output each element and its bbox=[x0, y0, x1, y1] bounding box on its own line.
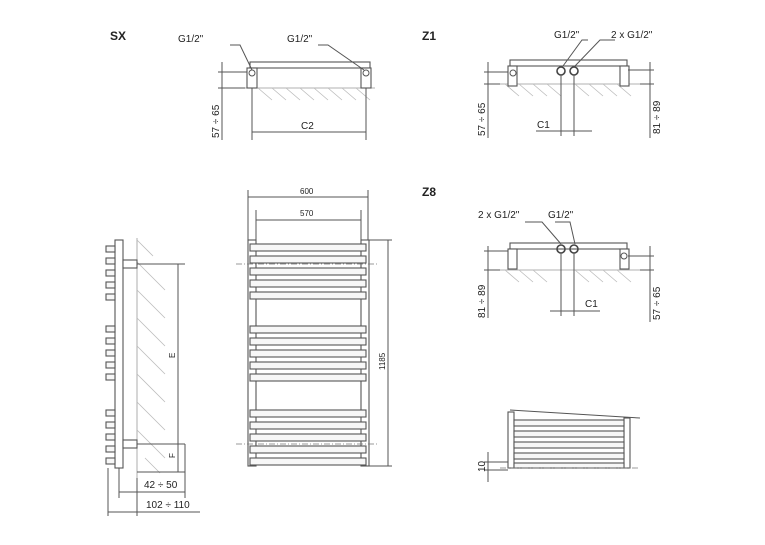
z8-c1-dim: C1 bbox=[585, 299, 598, 310]
z1-connection-1 bbox=[556, 66, 566, 76]
sx-wall-hatch bbox=[257, 87, 371, 101]
front-height: 1185 bbox=[378, 352, 387, 370]
z8-title: Z8 bbox=[422, 185, 436, 199]
z1-title: Z1 bbox=[422, 29, 436, 43]
z8-conn-right-label: G1/2" bbox=[548, 210, 574, 221]
sx-height-dim: 57 ÷ 65 bbox=[211, 104, 222, 138]
sx-right-valve bbox=[360, 67, 372, 89]
front-width-outer: 600 bbox=[300, 187, 314, 196]
z8-left-dim: 81 ÷ 89 bbox=[477, 284, 488, 318]
detail-right-collector bbox=[623, 417, 631, 469]
z1-conn-right-label: 2 x G1/2" bbox=[611, 30, 653, 41]
side-e-dim: E bbox=[168, 353, 177, 358]
front-view: 600 570 1185 bbox=[236, 187, 392, 467]
z8-right-dim: 57 ÷ 65 bbox=[652, 286, 663, 320]
z8-wall-hatch bbox=[504, 269, 632, 283]
z1-conn-left-label: G1/2" bbox=[554, 30, 580, 41]
z1-view: Z1 G1/2" 2 x G1/2" 57 ÷ 65 81 ÷ 89 C1 bbox=[422, 29, 663, 138]
detail-bars bbox=[513, 419, 625, 469]
sx-title: SX bbox=[110, 29, 126, 43]
sx-c2-dim: C2 bbox=[301, 121, 314, 132]
z8-left-end bbox=[507, 248, 518, 270]
z1-left-dim: 57 ÷ 65 bbox=[477, 102, 488, 136]
sx-conn-left-label: G1/2" bbox=[178, 34, 204, 45]
sx-conn-right-label: G1/2" bbox=[287, 34, 313, 45]
z1-right-dim: 81 ÷ 89 bbox=[652, 100, 663, 134]
z1-c1-dim: C1 bbox=[537, 120, 550, 131]
side-bracket-top bbox=[122, 259, 138, 269]
side-view: E F 42 ÷ 50 102 ÷ 110 bbox=[105, 238, 200, 516]
side-f-dim: F bbox=[168, 453, 177, 458]
side-collector bbox=[114, 239, 124, 469]
side-depth-dim-1: 42 ÷ 50 bbox=[144, 480, 178, 491]
detail-left-collector bbox=[507, 411, 515, 469]
z1-top-rail bbox=[509, 59, 628, 67]
front-bars bbox=[249, 243, 367, 466]
sx-left-valve bbox=[246, 67, 258, 89]
side-depth-dim-2: 102 ÷ 110 bbox=[146, 500, 190, 511]
z8-conn-left-label: 2 x G1/2" bbox=[478, 210, 520, 221]
z1-wall-hatch bbox=[504, 83, 632, 97]
detail-view: 10 bbox=[477, 409, 641, 482]
detail-10-dim: 10 bbox=[477, 460, 488, 472]
side-bracket-bottom bbox=[122, 439, 138, 449]
z8-top-rail bbox=[509, 242, 628, 250]
sx-top-rail bbox=[249, 61, 371, 69]
side-wall-hatch bbox=[136, 239, 166, 474]
z1-connection-2 bbox=[569, 66, 579, 76]
z8-view: Z8 2 x G1/2" G1/2" 81 ÷ 89 57 ÷ 65 C1 bbox=[422, 185, 663, 322]
front-width-inner: 570 bbox=[300, 209, 314, 218]
side-bars bbox=[105, 245, 116, 465]
z1-right-end bbox=[619, 65, 630, 87]
sx-view: SX G1/2" G1/2" 57 ÷ 65 C2 bbox=[110, 29, 375, 140]
